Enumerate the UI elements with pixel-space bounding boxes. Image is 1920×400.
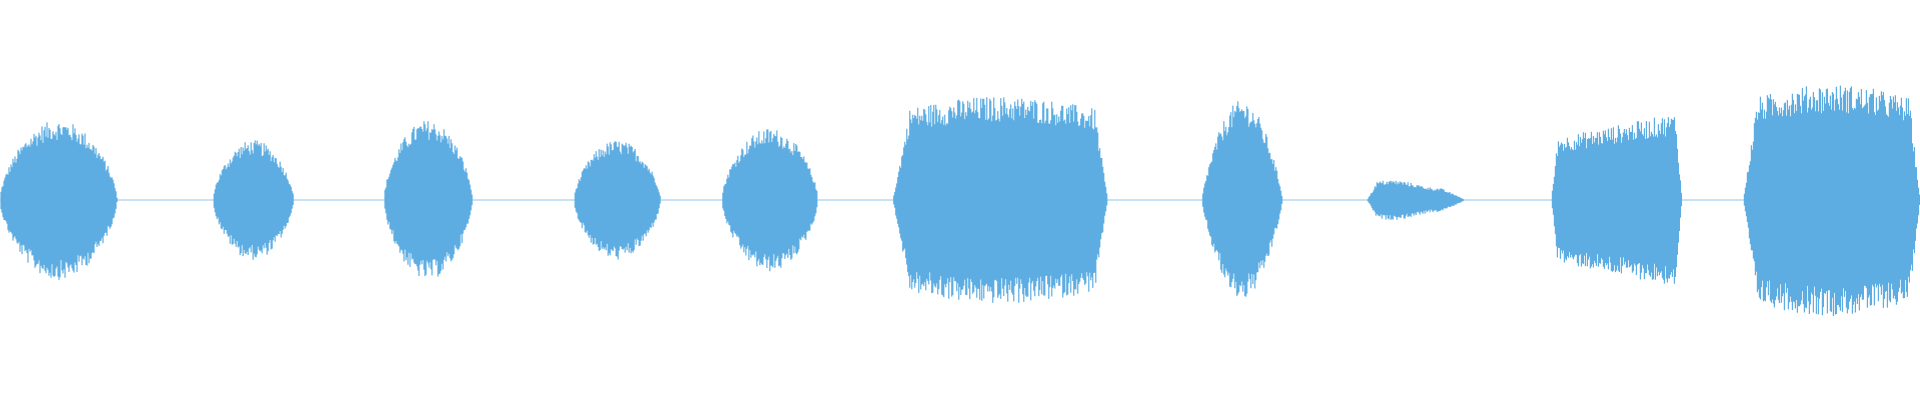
waveform-segment-7 — [1202, 101, 1283, 297]
waveform-segment-5 — [722, 129, 818, 272]
waveform-segment-10 — [1743, 85, 1920, 316]
waveform-segment-3 — [384, 121, 473, 277]
waveform-segment-1 — [0, 122, 118, 280]
waveform-segment-2 — [213, 140, 294, 260]
waveform-segment-9 — [1551, 117, 1682, 284]
waveform-segment-8 — [1367, 180, 1465, 220]
waveform-segment-4 — [574, 141, 661, 260]
waveform-segment-6 — [893, 97, 1109, 303]
